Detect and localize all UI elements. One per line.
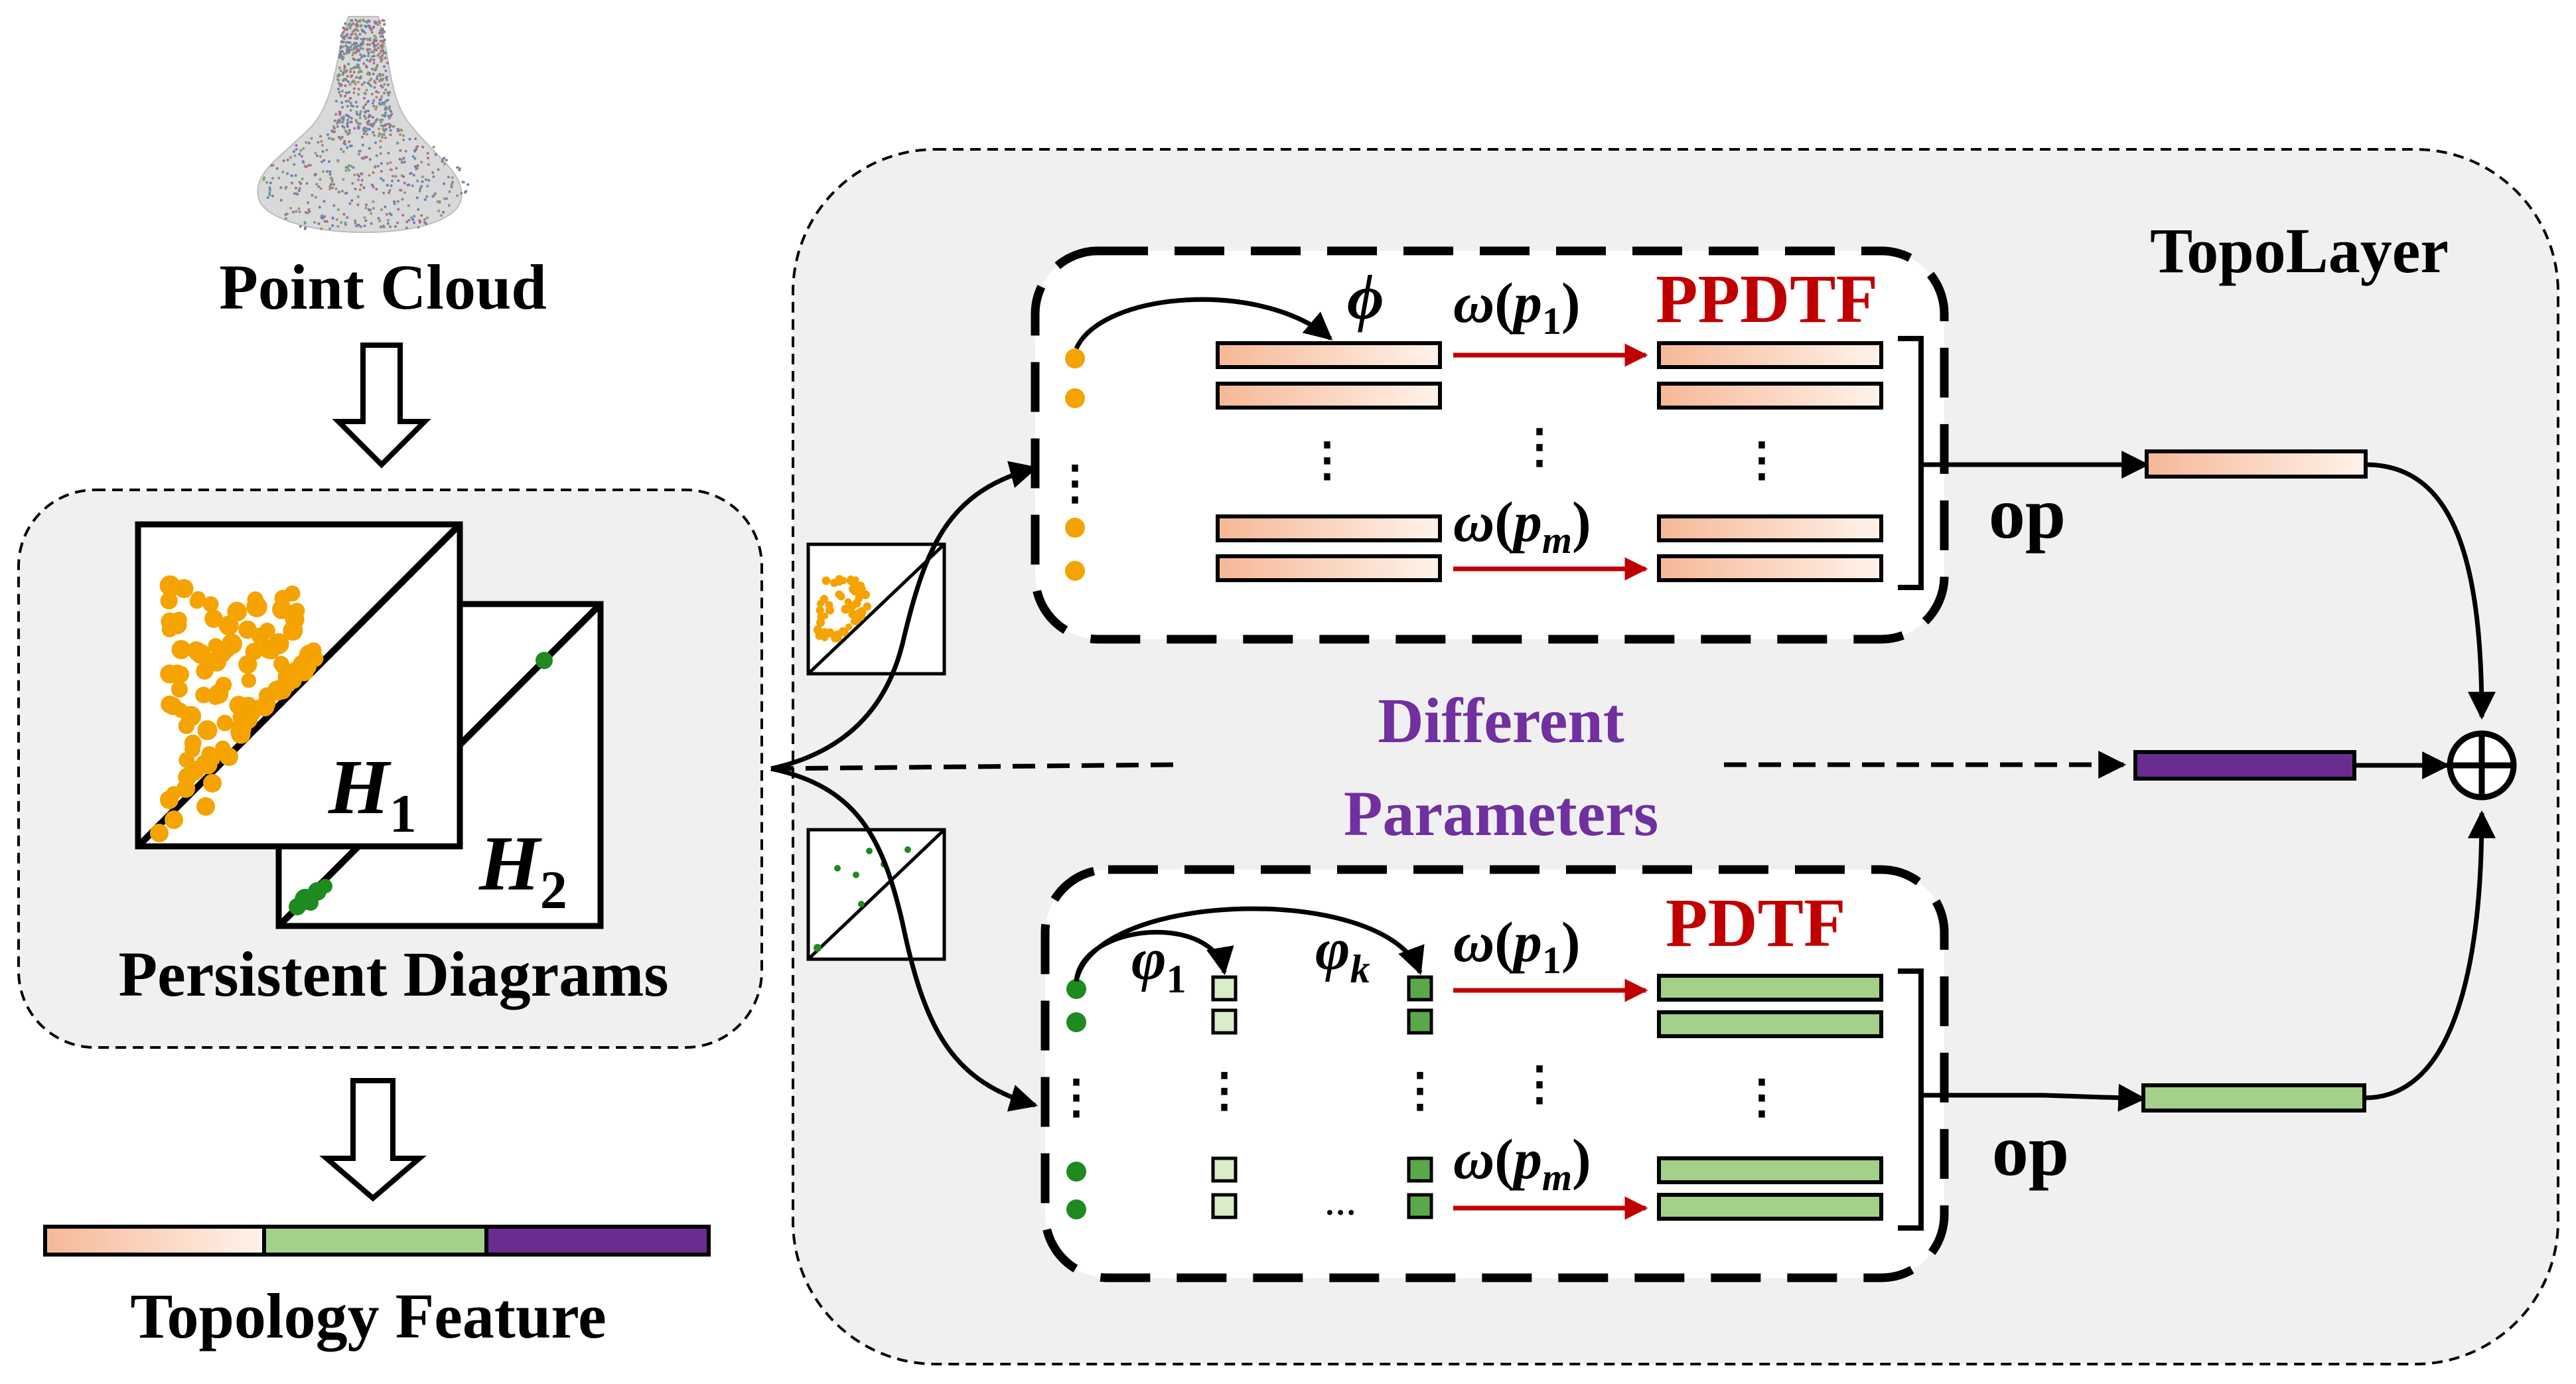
small-diagram-h1	[806, 542, 946, 676]
purple-result-bar	[2133, 750, 2356, 781]
persistent-diagrams-label: Persistent Diagrams	[118, 939, 668, 1010]
ppdtf-input-dots: ⋮	[1052, 348, 1098, 581]
svg-text:⋮: ⋮	[1052, 458, 1098, 509]
different-parameters-label-1: Different	[1378, 685, 1624, 756]
h1-orange-dots	[150, 575, 324, 842]
oplus-icon	[2447, 730, 2517, 801]
varphik-squares: ⋮	[1397, 975, 1443, 1219]
horizontal-ellipsis: …	[1324, 1187, 1356, 1222]
svg-text:⋮: ⋮	[1516, 1059, 1563, 1110]
phi-symbol: ϕ	[1347, 262, 1384, 333]
phi-curve-arrow	[1074, 297, 1333, 350]
pdtf-output-bars: ⋮	[1657, 974, 1883, 1221]
varphi-k-symbol: φk	[1315, 917, 1370, 991]
varphi-1-symbol: φ1	[1131, 927, 1186, 1001]
ppdtf-label: PPDTF	[1656, 261, 1878, 337]
small-diagram-h2	[806, 828, 946, 961]
hollow-down-arrow-icon-2	[319, 1078, 427, 1202]
svg-text:⋮: ⋮	[1201, 1065, 1248, 1116]
svg-text:⋮: ⋮	[1739, 435, 1785, 486]
bracket-bottom-out	[1921, 1083, 2147, 1112]
route-curve-bottom	[770, 766, 1038, 1112]
ppdtf-output-bars: ⋮	[1657, 341, 1883, 582]
pdtf-result-bar	[2141, 1083, 2366, 1113]
topolayer-label: TopoLayer	[2150, 215, 2449, 286]
omega-pm-top: ω(pm)	[1453, 490, 1591, 562]
op-label-bottom: op	[1992, 1110, 2069, 1191]
ppdtf-result-bar	[2145, 449, 2368, 479]
merge-curve-top	[2365, 462, 2496, 720]
omega-p1-bottom: ω(p1)	[1453, 910, 1580, 982]
point-cloud-label: Point Cloud	[219, 252, 546, 323]
svg-text:⋮: ⋮	[1397, 1065, 1443, 1116]
hollow-down-arrow-icon	[332, 343, 431, 469]
topology-feature-bar	[43, 1225, 711, 1257]
omega-p1-top: ω(p1)	[1453, 271, 1580, 343]
bracket-bottom	[1898, 968, 1924, 1231]
omega-pm-bottom: ω(pm)	[1453, 1127, 1591, 1199]
svg-text:⋮: ⋮	[1304, 435, 1350, 486]
pdtf-input-dots: ⋮	[1053, 979, 1100, 1219]
topology-feature-label: Topology Feature	[130, 1280, 606, 1351]
varphi1-squares: ⋮	[1201, 975, 1248, 1219]
varphik-curve-arrow	[1074, 906, 1425, 982]
svg-text:H1: H1	[328, 743, 417, 844]
op-label-top: op	[1989, 473, 2066, 554]
h1-diagram: H1	[135, 521, 463, 850]
svg-text:⋮: ⋮	[1053, 1072, 1100, 1123]
point-cloud-vase-icon	[257, 16, 470, 234]
route-curve-top	[770, 461, 1038, 771]
svg-text:⋮: ⋮	[1516, 422, 1563, 473]
svg-text:H2: H2	[478, 820, 567, 920]
pdtf-label: PDTF	[1666, 885, 1846, 961]
merge-curve-bottom	[2364, 810, 2496, 1101]
svg-text:⋮: ⋮	[1739, 1072, 1785, 1123]
different-parameters-label-2: Parameters	[1344, 778, 1658, 849]
ppdtf-phi-bars: ⋮	[1216, 341, 1442, 582]
vase-speckle	[262, 19, 470, 230]
